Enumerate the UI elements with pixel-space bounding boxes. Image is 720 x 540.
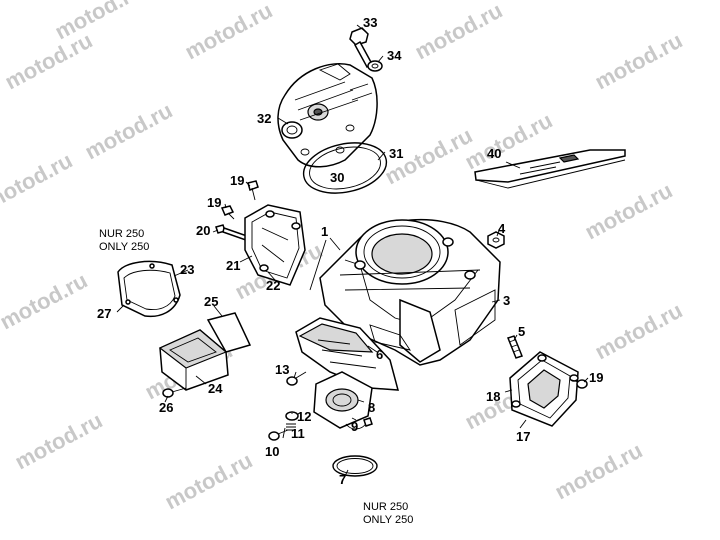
- callout-26: 26: [159, 400, 173, 415]
- part-10-screw: [268, 429, 289, 441]
- callout-17: 17: [516, 429, 530, 444]
- part-32-cylinder-head: [277, 63, 378, 168]
- leader-lines: [116, 24, 589, 479]
- part-12-washer: [285, 411, 299, 421]
- callout-30: 30: [330, 170, 344, 185]
- part-7-oring: [332, 455, 378, 477]
- part-21-22-valve-cover: [244, 204, 306, 286]
- part-1-cylinder: [319, 218, 501, 366]
- part-8-intake-manifold: [313, 371, 373, 429]
- watermark: motod.ru: [11, 408, 107, 475]
- part-19-bolt-middle: [220, 205, 235, 220]
- watermark: motod.ru: [181, 0, 277, 64]
- watermark: motod.ru: [591, 28, 687, 95]
- watermark: motod.ru: [161, 448, 257, 515]
- part-23-reed-plate: [117, 260, 181, 318]
- callout-24: 24: [208, 381, 223, 396]
- callout-labels: 33 34 32 31 30 40 19 19 20 21 22 NUR 250…: [97, 15, 603, 526]
- callout-33: 33: [363, 15, 377, 30]
- watermark: motod.ru: [411, 0, 507, 64]
- part-33-bolt: [349, 27, 374, 69]
- reed-note-line1: NUR 250: [99, 228, 144, 240]
- part-25-intake-gasket: [206, 312, 252, 353]
- callout-19-upper: 19: [230, 173, 244, 188]
- part-5-stud: [507, 335, 523, 359]
- reed-note-line2: ONLY 250: [99, 241, 149, 253]
- part-6-reed-block: [295, 317, 399, 391]
- callout-25: 25: [204, 294, 218, 309]
- part-26-screw: [162, 387, 187, 398]
- part-13-screw: [286, 371, 307, 386]
- watermark: motod.ru: [0, 268, 92, 335]
- callout-40: 40: [487, 146, 501, 161]
- part-40-manual: [474, 149, 626, 189]
- part-19-bolt-upper: [247, 180, 259, 201]
- part-30-31-head-orings: [302, 142, 388, 194]
- callout-18: 18: [486, 389, 500, 404]
- callout-27: 27: [97, 306, 111, 321]
- callout-9: 9: [351, 419, 358, 434]
- part-34-washer: [367, 60, 383, 72]
- callout-5: 5: [518, 324, 525, 339]
- watermark: motod.ru: [551, 438, 647, 505]
- watermark: motod.ru: [591, 298, 687, 365]
- callout-12: 12: [297, 409, 311, 424]
- callout-21: 21: [226, 258, 240, 273]
- callout-34: 34: [387, 48, 402, 63]
- callout-8: 8: [368, 400, 375, 415]
- callout-11: 11: [291, 426, 305, 441]
- callout-31: 31: [389, 146, 403, 161]
- callout-7: 7: [339, 472, 346, 487]
- watermark: motod.ru: [581, 178, 677, 245]
- oring-note-line2: ONLY 250: [363, 514, 413, 526]
- part-4-nut: [487, 231, 505, 249]
- part-17-18-exhaust-cover: [509, 351, 579, 427]
- callout-13: 13: [275, 362, 289, 377]
- callout-22: 22: [266, 278, 280, 293]
- callout-4: 4: [498, 221, 506, 236]
- watermark: motod.ru: [1, 28, 97, 95]
- watermark: motod.ru: [0, 148, 77, 215]
- callout-10: 10: [265, 444, 279, 459]
- callout-32: 32: [257, 111, 271, 126]
- callout-19-right: 19: [589, 370, 603, 385]
- callout-20: 20: [196, 223, 210, 238]
- callout-6: 6: [376, 347, 383, 362]
- watermark: motod.ru: [81, 98, 177, 165]
- part-9-clamp: [345, 417, 373, 430]
- oring-note-line1: NUR 250: [363, 501, 408, 513]
- callout-1: 1: [321, 224, 328, 239]
- callout-19-middle: 19: [207, 195, 221, 210]
- watermark: motod.ru: [51, 0, 147, 44]
- part-24-reed-housing: [158, 329, 229, 391]
- callout-23: 23: [180, 262, 194, 277]
- callout-3: 3: [503, 293, 510, 308]
